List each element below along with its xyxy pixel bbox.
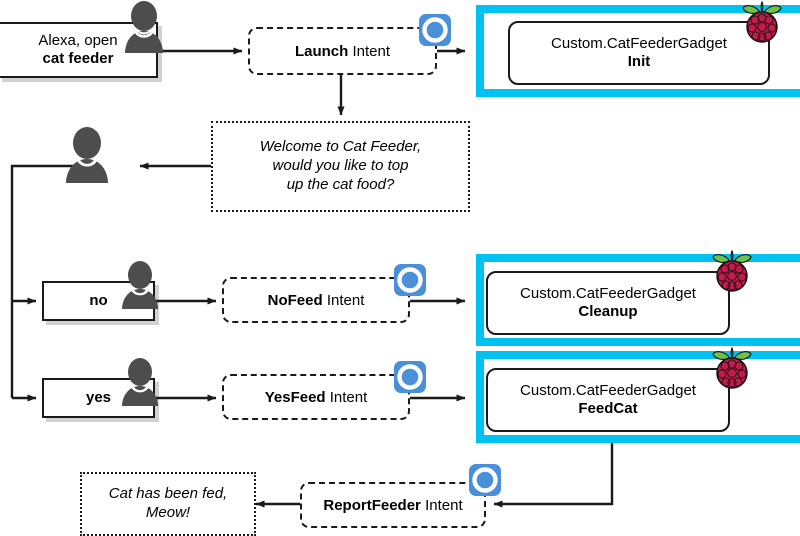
gadget-init-box[interactable]: Custom.CatFeederGadget Init xyxy=(508,21,770,85)
reportfeeder-intent-name: ReportFeeder xyxy=(323,496,421,514)
alexa-icon xyxy=(394,264,426,296)
yesfeed-intent-box[interactable]: YesFeed Intent xyxy=(222,374,410,420)
yesfeed-intent-suffix: Intent xyxy=(329,388,368,406)
reportfeeder-intent-suffix: Intent xyxy=(425,496,463,514)
person-icon xyxy=(125,1,163,53)
person-icon xyxy=(66,127,108,183)
fed-response-line1: Cat has been fed, xyxy=(108,485,228,503)
launch-intent-name: Launch xyxy=(294,42,349,60)
invocation-utterance-box: Alexa, open cat feeder xyxy=(0,22,158,78)
gadget-cleanup-box[interactable]: Custom.CatFeederGadget Cleanup xyxy=(486,271,730,335)
raspberry-pi-icon xyxy=(712,346,752,389)
invocation-line2: cat feeder xyxy=(42,50,114,67)
alexa-icon xyxy=(469,464,501,496)
nofeed-intent-box[interactable]: NoFeed Intent xyxy=(222,277,410,323)
gadget-cleanup-handler: Cleanup xyxy=(578,303,638,320)
gadget-feedcat-box[interactable]: Custom.CatFeederGadget FeedCat xyxy=(486,368,730,432)
launch-intent-suffix: Intent xyxy=(352,42,391,60)
welcome-line1: Welcome to Cat Feeder, xyxy=(259,138,422,156)
welcome-line3: up the cat food? xyxy=(286,175,395,193)
gadget-init-namespace: Custom.CatFeederGadget xyxy=(551,35,727,52)
welcome-line2: would you like to top xyxy=(272,157,409,175)
welcome-response-box: Welcome to Cat Feeder, would you like to… xyxy=(211,121,470,212)
nofeed-intent-name: NoFeed xyxy=(267,291,323,309)
reportfeeder-intent-box[interactable]: ReportFeeder Intent xyxy=(300,482,486,528)
nofeed-intent-suffix: Intent xyxy=(326,291,365,309)
yesfeed-intent-name: YesFeed xyxy=(264,388,326,406)
launch-intent-box[interactable]: Launch Intent xyxy=(248,27,437,75)
person-icon xyxy=(122,261,158,309)
raspberry-pi-icon xyxy=(712,249,752,292)
utterance-no-text: no xyxy=(89,292,108,310)
raspberry-pi-icon xyxy=(742,0,782,43)
gadget-cleanup-namespace: Custom.CatFeederGadget xyxy=(520,285,696,302)
alexa-icon xyxy=(394,361,426,393)
fed-response-box: Cat has been fed, Meow! xyxy=(80,472,256,536)
gadget-feedcat-namespace: Custom.CatFeederGadget xyxy=(520,382,696,399)
person-icon xyxy=(122,358,158,406)
gadget-feedcat-handler: FeedCat xyxy=(578,400,638,417)
invocation-line1: Alexa, open xyxy=(38,32,118,50)
utterance-yes-text: yes xyxy=(85,389,112,407)
fed-response-line2: Meow! xyxy=(145,504,191,521)
alexa-icon xyxy=(419,14,451,46)
gadget-init-handler: Init xyxy=(627,53,651,70)
